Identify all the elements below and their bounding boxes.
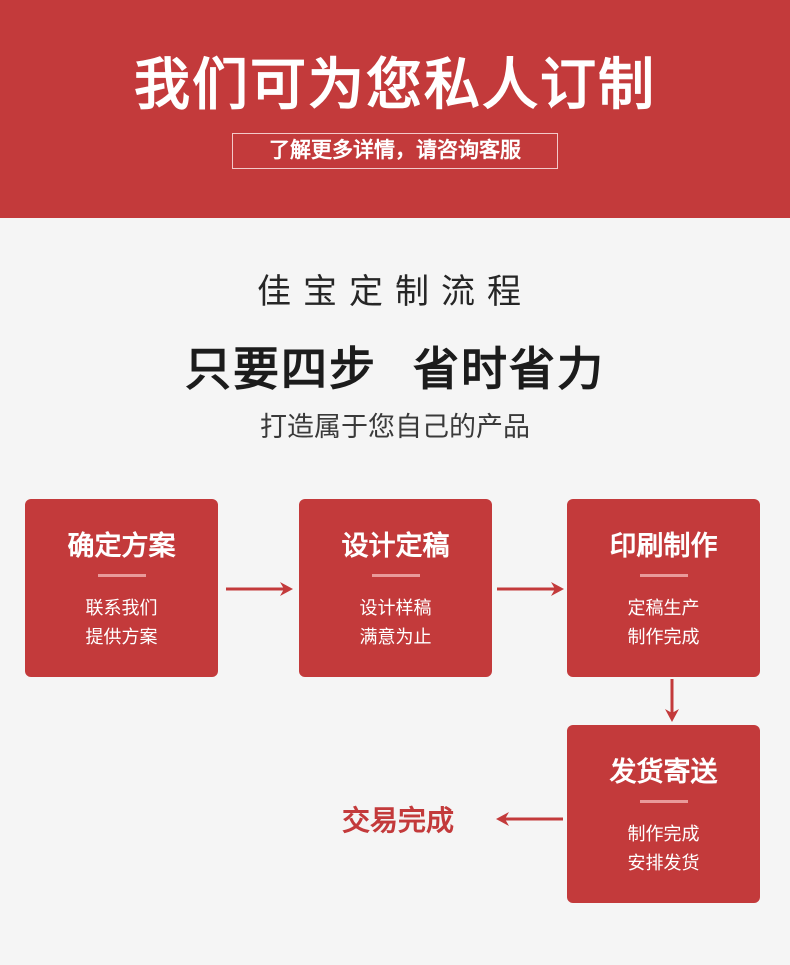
step-desc-line: 设计样稿	[359, 598, 432, 619]
step-underline	[372, 574, 420, 577]
step-title: 设计定稿	[341, 531, 450, 562]
banner-subtitle: 了解更多详情，请咨询客服	[232, 133, 558, 169]
slogan: 只要四步 省时省力	[184, 342, 606, 396]
arrow-right-icon	[226, 582, 293, 596]
step-title: 印刷制作	[609, 531, 718, 562]
arrow-right-icon	[497, 582, 564, 596]
step-desc-line: 制作完成	[627, 824, 700, 845]
step-desc-line: 提供方案	[85, 627, 158, 648]
step-underline	[640, 574, 688, 577]
step-underline	[640, 800, 688, 803]
step-desc-line: 制作完成	[627, 627, 700, 648]
sub-slogan: 打造属于您自己的产品	[260, 412, 530, 443]
step-underline	[98, 574, 146, 577]
step-desc-line: 定稿生产	[627, 598, 700, 619]
step-card-2: 设计定稿 设计样稿 满意为止	[299, 499, 492, 677]
step-desc-line: 安排发货	[627, 853, 700, 874]
header-banner: 我们可为您私人订制 了解更多详情，请咨询客服	[0, 0, 790, 218]
process-title: 佳宝定制流程	[257, 272, 533, 312]
step-desc-line: 满意为止	[359, 627, 432, 648]
step-title: 确定方案	[67, 531, 176, 562]
step-card-3: 印刷制作 定稿生产 制作完成	[567, 499, 760, 677]
banner-title: 我们可为您私人订制	[134, 53, 656, 118]
step-desc-line: 联系我们	[85, 598, 158, 619]
step-card-1: 确定方案 联系我们 提供方案	[25, 499, 218, 677]
step-card-4: 发货寄送 制作完成 安排发货	[567, 725, 760, 903]
arrow-left-icon	[496, 812, 563, 826]
final-label: 交易完成	[341, 804, 454, 837]
step-title: 发货寄送	[609, 757, 718, 788]
arrow-down-icon	[665, 679, 679, 722]
